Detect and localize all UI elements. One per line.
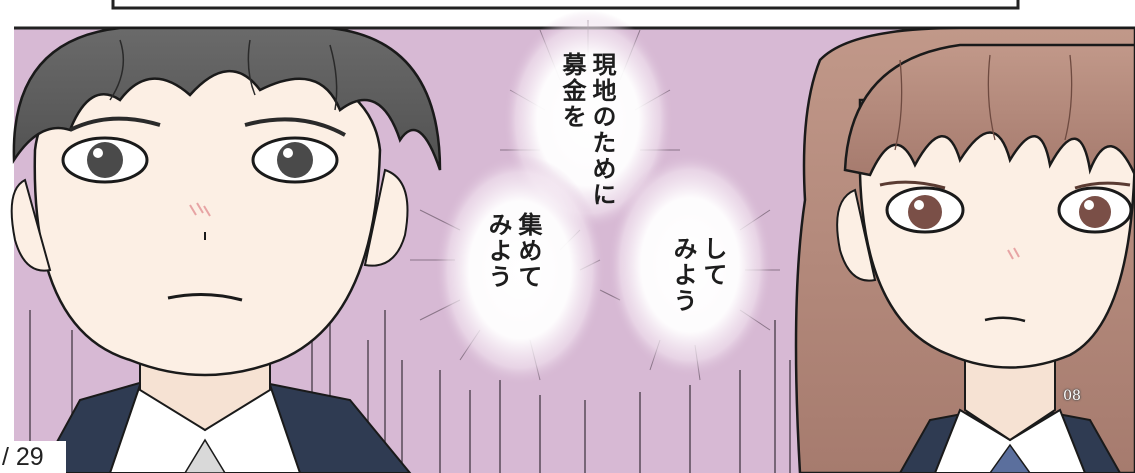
bubble-left-line-2: みよう <box>484 212 512 290</box>
bubble-left-line-1: 集めて <box>514 212 542 290</box>
bubble-top-text: 現地のために 募金を <box>557 52 617 227</box>
bubble-left-text: 集めて みよう <box>483 212 543 322</box>
bubble-right-text: して みよう <box>668 236 728 326</box>
page-number-label: 08 <box>1063 388 1081 404</box>
page-counter: / 29 <box>0 441 66 473</box>
bubble-right-line-1: して <box>699 236 727 288</box>
bubble-top-line-2: 募金を <box>558 52 586 130</box>
bubble-right-line-2: みよう <box>669 236 697 314</box>
bubble-top-line-1: 現地のために <box>588 52 616 208</box>
